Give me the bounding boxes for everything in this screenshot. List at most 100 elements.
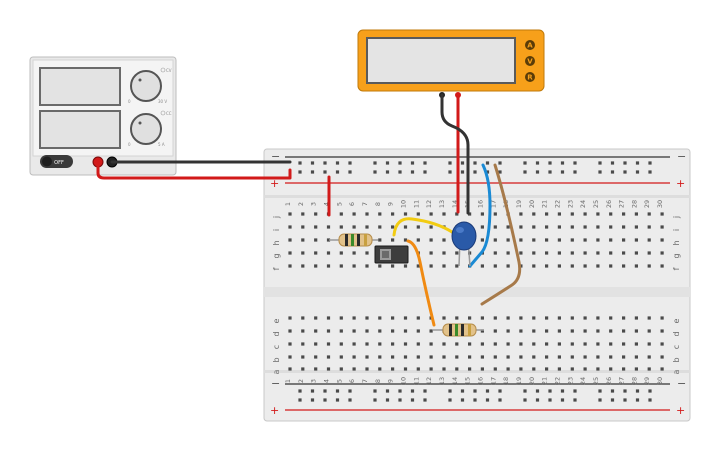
breadboard-hole[interactable] bbox=[442, 264, 446, 268]
breadboard-hole[interactable] bbox=[622, 329, 626, 333]
current-knob[interactable] bbox=[130, 113, 162, 145]
breadboard-hole[interactable] bbox=[519, 251, 523, 255]
breadboard-hole[interactable] bbox=[583, 355, 587, 359]
breadboard-hole[interactable] bbox=[314, 342, 318, 346]
breadboard-hole[interactable] bbox=[314, 225, 318, 229]
breadboard-hole[interactable] bbox=[493, 212, 497, 216]
breadboard-hole[interactable] bbox=[442, 342, 446, 346]
breadboard-hole[interactable] bbox=[609, 238, 613, 242]
mode-ohmmeter-button[interactable]: R bbox=[525, 72, 535, 82]
breadboard-hole[interactable] bbox=[310, 389, 315, 393]
breadboard-hole[interactable] bbox=[647, 367, 651, 371]
breadboard-hole[interactable] bbox=[596, 238, 600, 242]
breadboard-hole[interactable] bbox=[391, 225, 395, 229]
breadboard-hole[interactable] bbox=[560, 389, 565, 393]
breadboard-hole[interactable] bbox=[634, 316, 638, 320]
breadboard-hole[interactable] bbox=[622, 355, 626, 359]
breadboard-hole[interactable] bbox=[660, 367, 664, 371]
breadboard-hole[interactable] bbox=[532, 225, 536, 229]
breadboard-hole[interactable] bbox=[647, 212, 651, 216]
breadboard-hole[interactable] bbox=[647, 316, 651, 320]
breadboard-hole[interactable] bbox=[635, 398, 640, 402]
mode-ammeter-button[interactable]: A bbox=[525, 40, 535, 50]
breadboard-hole[interactable] bbox=[548, 170, 552, 174]
breadboard-hole[interactable] bbox=[506, 342, 510, 346]
breadboard-hole[interactable] bbox=[416, 316, 420, 320]
breadboard-hole[interactable] bbox=[403, 264, 408, 268]
breadboard-hole[interactable] bbox=[535, 170, 540, 174]
breadboard-hole[interactable] bbox=[460, 161, 465, 165]
breadboard-hole[interactable] bbox=[378, 316, 382, 320]
breadboard-hole[interactable] bbox=[557, 316, 561, 320]
breadboard-hole[interactable] bbox=[442, 316, 446, 320]
breadboard-hole[interactable] bbox=[583, 238, 587, 242]
breadboard-hole[interactable] bbox=[352, 212, 356, 216]
breadboard-hole[interactable] bbox=[545, 342, 549, 346]
breadboard-hole[interactable] bbox=[398, 398, 402, 402]
breadboard-hole[interactable] bbox=[314, 251, 318, 255]
breadboard-hole[interactable] bbox=[532, 212, 536, 216]
breadboard-hole[interactable] bbox=[301, 225, 305, 229]
breadboard-hole[interactable] bbox=[573, 161, 577, 165]
breadboard-hole[interactable] bbox=[391, 212, 395, 216]
breadboard-hole[interactable] bbox=[365, 329, 369, 333]
breadboard-hole[interactable] bbox=[339, 329, 343, 333]
breadboard-hole[interactable] bbox=[301, 355, 305, 359]
breadboard-hole[interactable] bbox=[429, 212, 433, 216]
breadboard-hole[interactable] bbox=[455, 316, 459, 320]
breadboard-hole[interactable] bbox=[442, 251, 446, 255]
breadboard-hole[interactable] bbox=[455, 264, 459, 268]
breadboard-hole[interactable] bbox=[610, 170, 615, 174]
breadboard-hole[interactable] bbox=[314, 355, 318, 359]
breadboard-hole[interactable] bbox=[498, 398, 502, 402]
breadboard-hole[interactable] bbox=[634, 212, 638, 216]
breadboard-hole[interactable] bbox=[609, 355, 613, 359]
breadboard-hole[interactable] bbox=[583, 342, 587, 346]
breadboard-hole[interactable] bbox=[365, 355, 369, 359]
breadboard-hole[interactable] bbox=[301, 367, 305, 371]
breadboard-hole[interactable] bbox=[485, 389, 490, 393]
breadboard-hole[interactable] bbox=[314, 367, 318, 371]
breadboard-hole[interactable] bbox=[596, 212, 600, 216]
wire-yellow[interactable] bbox=[392, 217, 454, 237]
breadboard-hole[interactable] bbox=[301, 342, 305, 346]
breadboard-hole[interactable] bbox=[455, 367, 459, 371]
breadboard-hole[interactable] bbox=[365, 342, 369, 346]
breadboard-hole[interactable] bbox=[635, 389, 640, 393]
breadboard-hole[interactable] bbox=[622, 367, 626, 371]
breadboard-hole[interactable] bbox=[519, 329, 523, 333]
breadboard-hole[interactable] bbox=[480, 355, 484, 359]
multimeter[interactable]: A V R bbox=[357, 29, 545, 98]
breadboard-hole[interactable] bbox=[473, 398, 477, 402]
breadboard-hole[interactable] bbox=[660, 238, 664, 242]
resistor-2[interactable] bbox=[433, 323, 484, 337]
breadboard-hole[interactable] bbox=[352, 329, 356, 333]
breadboard-hole[interactable] bbox=[378, 212, 382, 216]
breadboard-hole[interactable] bbox=[506, 329, 510, 333]
breadboard-hole[interactable] bbox=[301, 329, 305, 333]
breadboard-hole[interactable] bbox=[570, 238, 574, 242]
breadboard-hole[interactable] bbox=[373, 398, 377, 402]
breadboard-hole[interactable] bbox=[648, 170, 652, 174]
power-switch[interactable]: OFF bbox=[40, 155, 73, 168]
breadboard-hole[interactable] bbox=[378, 238, 382, 242]
breadboard-hole[interactable] bbox=[623, 170, 627, 174]
breadboard-hole[interactable] bbox=[548, 389, 552, 393]
breadboard-hole[interactable] bbox=[403, 329, 408, 333]
breadboard-hole[interactable] bbox=[310, 398, 315, 402]
breadboard-hole[interactable] bbox=[378, 355, 382, 359]
breadboard-hole[interactable] bbox=[326, 251, 331, 255]
breadboard-hole[interactable] bbox=[314, 264, 318, 268]
breadboard-hole[interactable] bbox=[583, 212, 587, 216]
breadboard-hole[interactable] bbox=[288, 316, 292, 320]
breadboard-hole[interactable] bbox=[570, 329, 574, 333]
breadboard-hole[interactable] bbox=[448, 170, 452, 174]
breadboard-hole[interactable] bbox=[385, 170, 390, 174]
breadboard-hole[interactable] bbox=[506, 225, 510, 229]
breadboard-hole[interactable] bbox=[557, 212, 561, 216]
breadboard-hole[interactable] bbox=[647, 342, 651, 346]
breadboard-hole[interactable] bbox=[288, 238, 292, 242]
breadboard-hole[interactable] bbox=[622, 225, 626, 229]
breadboard-hole[interactable] bbox=[660, 329, 664, 333]
